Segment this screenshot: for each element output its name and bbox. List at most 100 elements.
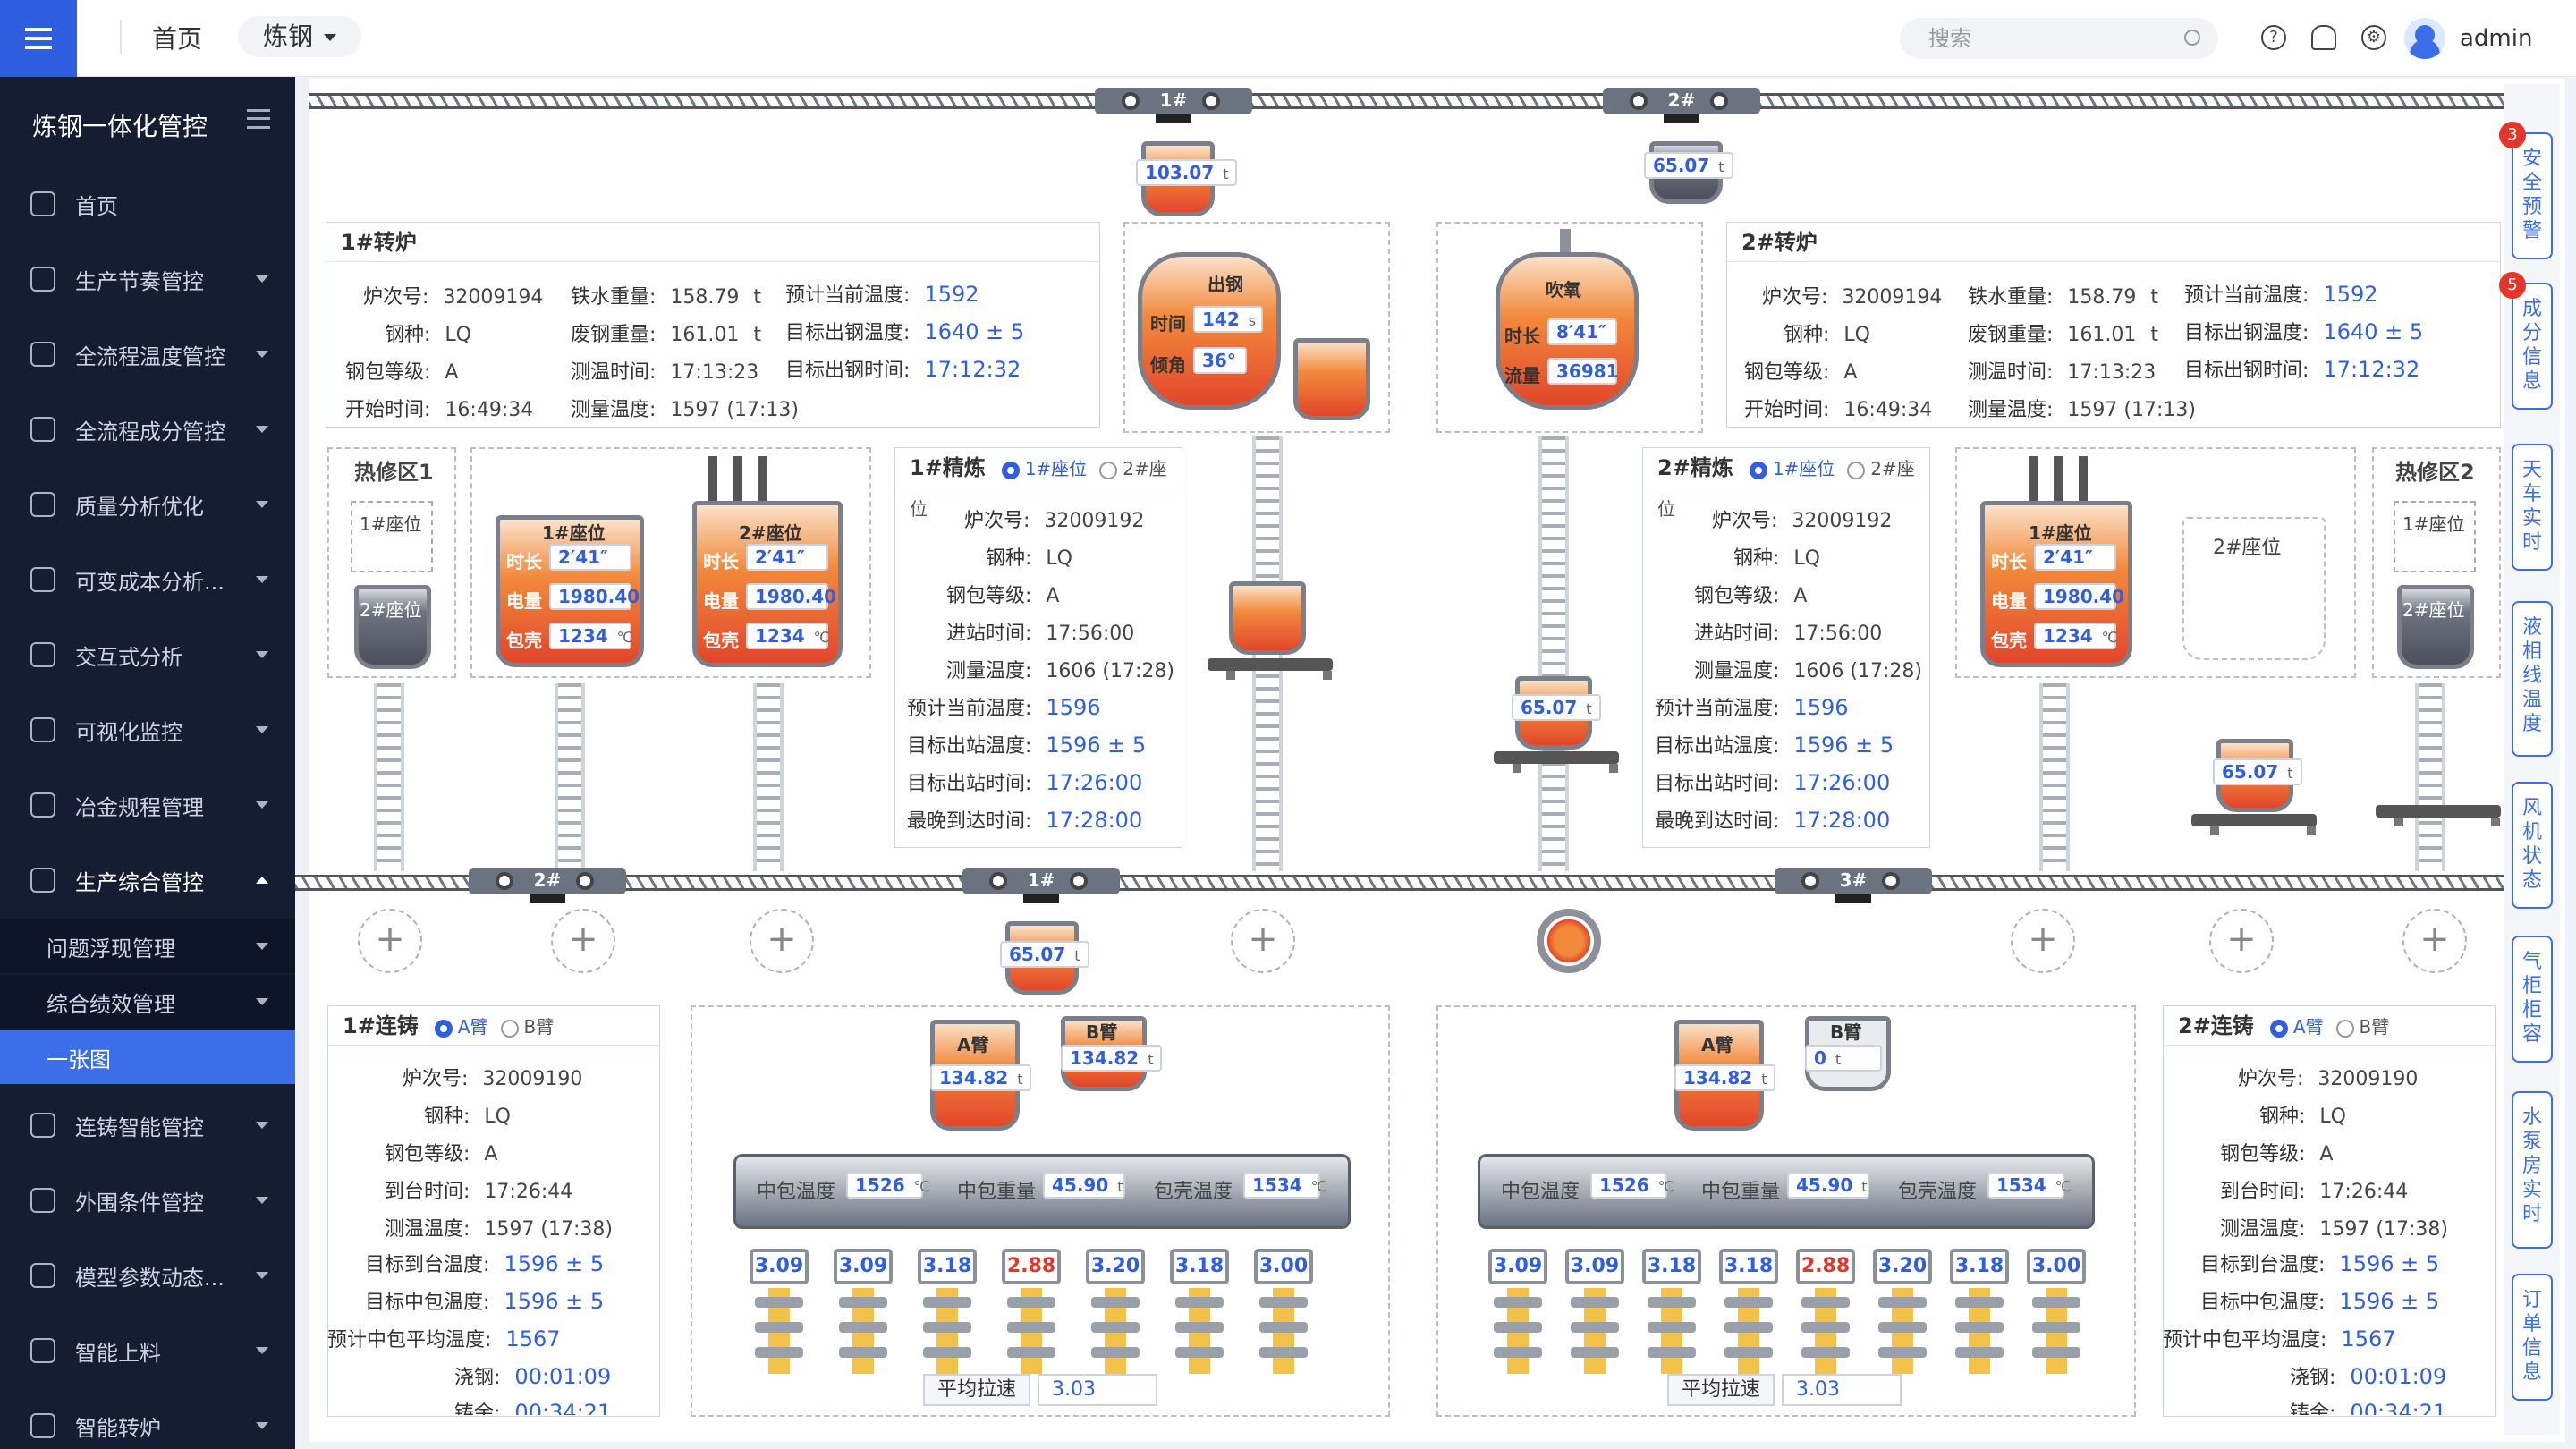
tab-pump-realtime[interactable]: 水泵房实时 [2512,1091,2553,1249]
arm-b-radio[interactable]: B臂 [2335,1016,2389,1038]
label: 目标出钢时间: [785,360,911,382]
add-station-button[interactable]: + [2011,909,2075,973]
crane-2-lower[interactable]: 2# [469,868,626,903]
help-icon[interactable]: ? [2261,25,2286,50]
strand-mold[interactable]: 3.18 [1642,1249,1701,1284]
crane-2[interactable]: 2# [1603,88,1760,123]
strand-mold[interactable]: 3.09 [1565,1249,1624,1284]
add-station-button[interactable]: + [2209,909,2274,973]
seat-1-radio[interactable]: 1#座位 [1001,458,1087,479]
label: 中包重量 [957,1181,1037,1203]
username[interactable]: admin [2460,25,2533,52]
sidebar-item-label: 可视化监控 [75,719,182,745]
breadcrumb-current-select[interactable]: 炼钢 [238,16,362,57]
strand-mold[interactable]: 3.18 [1719,1249,1778,1284]
strand-mold[interactable]: 3.18 [918,1249,977,1284]
crane-3-lower[interactable]: 3# [1775,868,1932,903]
tab-crane-realtime[interactable]: 天车实时 [2512,444,2553,571]
sidebar-subitem-one-map[interactable]: 一张图 [0,1030,295,1084]
add-station-button[interactable]: + [1231,909,1295,973]
tab-fan-status[interactable]: 风机状态 [2512,782,2553,909]
seat-2-radio[interactable]: 2#座位 [1657,458,1915,520]
value: 1234 [2043,625,2093,647]
strand-mold[interactable]: 3.09 [750,1249,809,1284]
sidebar-item-monitor[interactable]: 可视化监控 [0,703,295,757]
strand-mold[interactable]: 2.88 [1796,1249,1855,1284]
add-station-button[interactable]: + [750,909,814,973]
sidebar-item-quality[interactable]: 质量分析优化 [0,478,295,531]
crane-1-lower[interactable]: 1# [962,868,1120,903]
arm-b-radio[interactable]: B臂 [500,1016,554,1038]
seat-2-ladle[interactable] [2397,585,2474,669]
turret-icon[interactable] [1537,909,1601,973]
transfer-ladle[interactable] [1229,581,1306,655]
strand-mold[interactable]: 3.18 [1950,1249,2009,1284]
seat-2-radio[interactable]: 2#座位 [910,458,1167,520]
bell-icon[interactable] [2311,25,2336,50]
sidebar-item-rules[interactable]: 冶金规程管理 [0,778,295,832]
seat-2-ladle[interactable] [354,585,431,669]
transfer-cart[interactable] [2191,814,2317,835]
home-icon [30,191,55,216]
sidebar-item-converter[interactable]: 智能转炉 [0,1399,295,1449]
strand-mold[interactable]: 3.18 [1170,1249,1229,1284]
breadcrumb-home[interactable]: 首页 [152,24,203,54]
value: 158.79 [2067,286,2137,309]
collapse-sidebar-icon[interactable] [247,109,270,129]
add-station-button[interactable]: + [551,909,615,973]
label: 钢包等级: [946,585,1032,607]
arm-a-radio[interactable]: A臂 [2269,1016,2324,1038]
sidebar-item-temperature[interactable]: 全流程温度管控 [0,327,295,381]
search-input[interactable]: 搜索 [1900,18,2218,59]
strand-mold[interactable]: 3.09 [1488,1249,1547,1284]
seat-1[interactable] [351,501,433,572]
search-icon[interactable] [2184,30,2200,46]
transfer-cart[interactable] [2376,805,2501,826]
sidebar-item-interactive[interactable]: 交互式分析 [0,628,295,682]
transfer-cart[interactable] [1208,658,1333,680]
label: 到台时间: [385,1181,470,1203]
strand-mold[interactable]: 2.88 [1002,1249,1061,1284]
sidebar-item-model[interactable]: 模型参数动态... [0,1249,295,1302]
strand-mold[interactable]: 3.20 [1873,1249,1932,1284]
arm-a-radio[interactable]: A臂 [434,1016,488,1038]
add-station-button[interactable]: + [2402,909,2467,973]
strand-mold[interactable]: 3.00 [1254,1249,1313,1284]
strand-mold[interactable]: 3.20 [1086,1249,1145,1284]
sidebar-item-production[interactable]: 生产综合管控 [0,853,295,907]
lf2-seat2-empty[interactable] [2182,517,2326,660]
seat-1[interactable] [2394,501,2476,572]
menu-toggle-button[interactable] [0,0,77,77]
tab-orders[interactable]: 订单信息 [2512,1274,2553,1401]
avatar[interactable] [2404,18,2445,59]
gear-icon[interactable]: ⚙ [2361,25,2386,50]
receiving-ladle[interactable] [1293,338,1370,420]
kv-row: 钢包等级:A [1694,580,1807,608]
crane-1[interactable]: 1# [1095,88,1252,123]
sidebar-item-composition[interactable]: 全流程成分管控 [0,402,295,456]
sidebar-subitem-issues[interactable]: 问题浮现管理 [0,919,295,973]
sidebar-item-feeding[interactable]: 智能上料 [0,1324,295,1377]
strand-mold[interactable]: 3.09 [834,1249,893,1284]
seat-1-radio[interactable]: 1#座位 [1749,458,1835,479]
tab-gas-holder[interactable]: 气柜柜容 [2512,936,2553,1063]
converter-1-vessel[interactable] [1138,252,1281,410]
sidebar-item-cost[interactable]: 可变成本分析... [0,553,295,606]
label: 铸余: [454,1402,501,1415]
oxygen-flow: 36981 [1547,358,1619,385]
sidebar-item-caster[interactable]: 连铸智能管控 [0,1098,295,1152]
strand-mold[interactable]: 3.00 [2027,1249,2086,1284]
sidebar-item-external[interactable]: 外围条件管控 [0,1174,295,1227]
sidebar-item-home[interactable]: 首页 [0,177,295,231]
tab-liquidus-temp[interactable]: 液相线温度 [2512,601,2553,757]
zone-title: 热修区2 [2395,460,2475,485]
sidebar-item-label: 综合绩效管理 [47,991,175,1017]
sidebar-subitem-performance[interactable]: 综合绩效管理 [0,975,295,1029]
kv-row: 测温温度:1597 (17:38) [2220,1213,2448,1241]
transfer-cart[interactable] [1494,751,1619,773]
sidebar-item-rhythm[interactable]: 生产节奏管控 [0,252,295,306]
add-station-button[interactable]: + [358,909,422,973]
